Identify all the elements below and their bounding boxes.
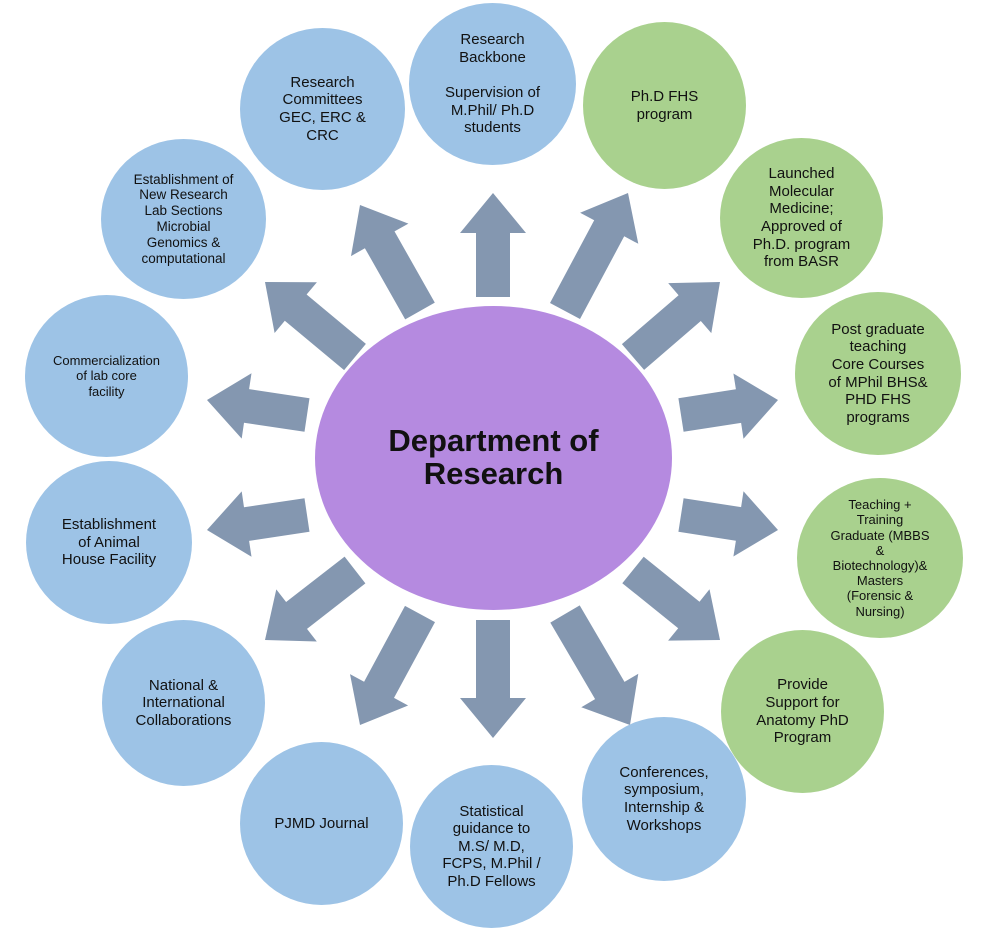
node-text-line: Committees [282,91,363,109]
node-text-line: Medicine; [769,200,834,218]
node-text-line: Anatomy PhD [756,711,849,729]
node-text-line: Program [773,729,832,747]
node-text-line: International [142,694,225,712]
node-text-line: programs [846,408,910,426]
radiating-arrow [550,605,639,725]
node-text-line: PHD FHS [845,391,911,409]
radiating-arrow [265,556,366,642]
node-text-line: PJMD Journal [274,814,369,832]
node-text-line: Internship & [623,799,705,816]
radiating-arrow [460,620,526,738]
node-text-line: Ph.D Fellows [447,872,536,890]
node-text-line: Lab Sections [144,203,223,219]
radiating-arrow [351,205,435,320]
node-text-line: FCPS, M.Phil / [442,855,541,873]
node-text-line: Molecular [768,182,835,200]
node-text-line: (Forensic & [846,588,914,604]
node-text-line: Biotechnology)& [832,558,928,573]
radiating-arrow [678,373,778,439]
radiating-arrow [207,373,310,439]
node-text-line: Backbone [459,48,526,66]
node-text-line: Supervision of [444,84,541,101]
node-text-line: House Facility [61,551,157,569]
node-text-line: Masters [856,573,904,589]
node-text-line: Support for [765,693,840,711]
node-text-line: Post graduate [831,320,925,338]
center-title-line2: Research [423,456,564,491]
center-title-line1: Department of [388,423,599,459]
node-text-line: New Research [139,187,228,203]
node-text-line: facility [88,383,125,399]
node-conferences: Conferences,symposium,Internship &Worksh… [582,717,746,881]
center-department-of-research: Department of Research [315,306,672,610]
node-text-line: Approved of [761,218,842,235]
node-text-line: Research [290,73,355,91]
node-text-line: Conferences, [619,763,709,781]
node-text-line: Commercialization [53,353,160,369]
node-text-line: Teaching + [848,497,912,513]
node-text-line: Provide [777,676,828,694]
node-text-line: M.Phil/ Ph.D [450,101,535,119]
node-text-line: Core Courses [831,355,925,373]
node-text-line: Workshops [626,816,702,834]
node-text-line: Ph.D. program [752,235,851,253]
node-text-line: Establishment of [133,171,234,187]
radiating-arrow [460,193,526,297]
node-text-line: Microbial [156,219,211,234]
node-text-line: Research [460,31,525,49]
node-text-line: Genomics & [146,234,221,250]
node-text-line: of Animal [78,533,140,551]
node-text-line: CRC [306,126,339,144]
node-text-line: Training [856,512,904,528]
node-text-line: M.S/ M.D, [458,837,525,855]
node-text-line: National & [148,676,219,694]
node-text-line: & [875,542,885,558]
node-text-line: Ph.D FHS [630,87,699,105]
node-text-line: students [464,119,521,137]
radiating-arrow [678,491,778,557]
node-text-line: from BASR [763,253,839,271]
radiating-arrow [350,605,435,725]
node-text-line: Establishment [61,516,157,534]
node-text-line: computational [141,250,226,266]
node-text-line: teaching [849,338,907,356]
radiating-arrow [265,282,366,371]
node-text-line: Collaborations [135,711,232,729]
node-text-line: GEC, ERC & [279,109,366,126]
node-text-line: Statistical [459,802,524,820]
radiating-arrow [621,282,720,370]
node-text-line: of MPhil BHS& [828,373,928,391]
node-text-line: Nursing) [855,603,905,619]
radiating-arrow [207,491,310,557]
radiating-arrow [622,556,720,641]
node-text-line [490,66,494,84]
node-pjmd-journal: PJMD Journal [240,742,403,905]
node-text-line: symposium, [623,781,705,799]
node-text-line: program [636,105,693,123]
node-text-line: of lab core [76,368,137,384]
node-text-line: Launched [768,165,835,183]
node-text-line: Graduate (MBBS [830,527,930,543]
node-text-line: guidance to [452,820,531,838]
radiating-arrow [550,193,639,319]
